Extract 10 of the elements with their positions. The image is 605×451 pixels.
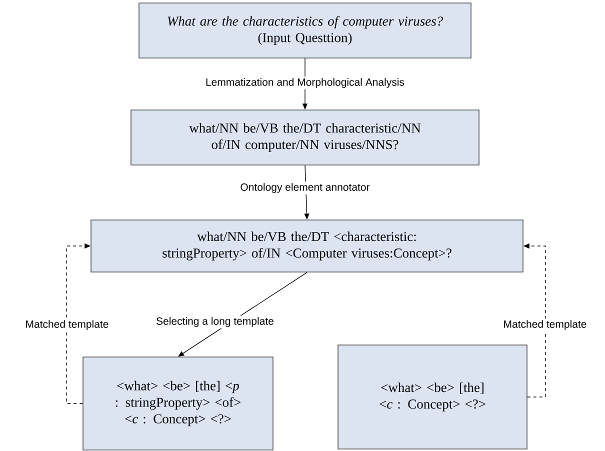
process-box: What are the characteristics of computer viruses? (Input Questtion) (138, 2, 472, 58)
edge-label: Selecting a long template (154, 316, 276, 328)
edge-label: Ontology element annotator (238, 182, 372, 194)
process-box: what/NN be/VB the/DT <characteristic: stringProperty> of/IN <Computer viruses:Concept>? (90, 220, 524, 272)
edge-label: Lemmatization and Morphological Analysis (204, 76, 406, 90)
process-box: what/NN be/VB the/DT characteristic/NN of/IN computer/NN viruses/NNS? (130, 110, 480, 166)
process-box: <what> <be> [the] <p : stringProperty> <of> <c : Concept> <?> (82, 356, 274, 450)
process-box: <what> <be> [the] <c : Concept> <?> (338, 344, 528, 450)
edge-label: Matched template (502, 318, 588, 332)
edge-label: Matched template (24, 318, 110, 332)
